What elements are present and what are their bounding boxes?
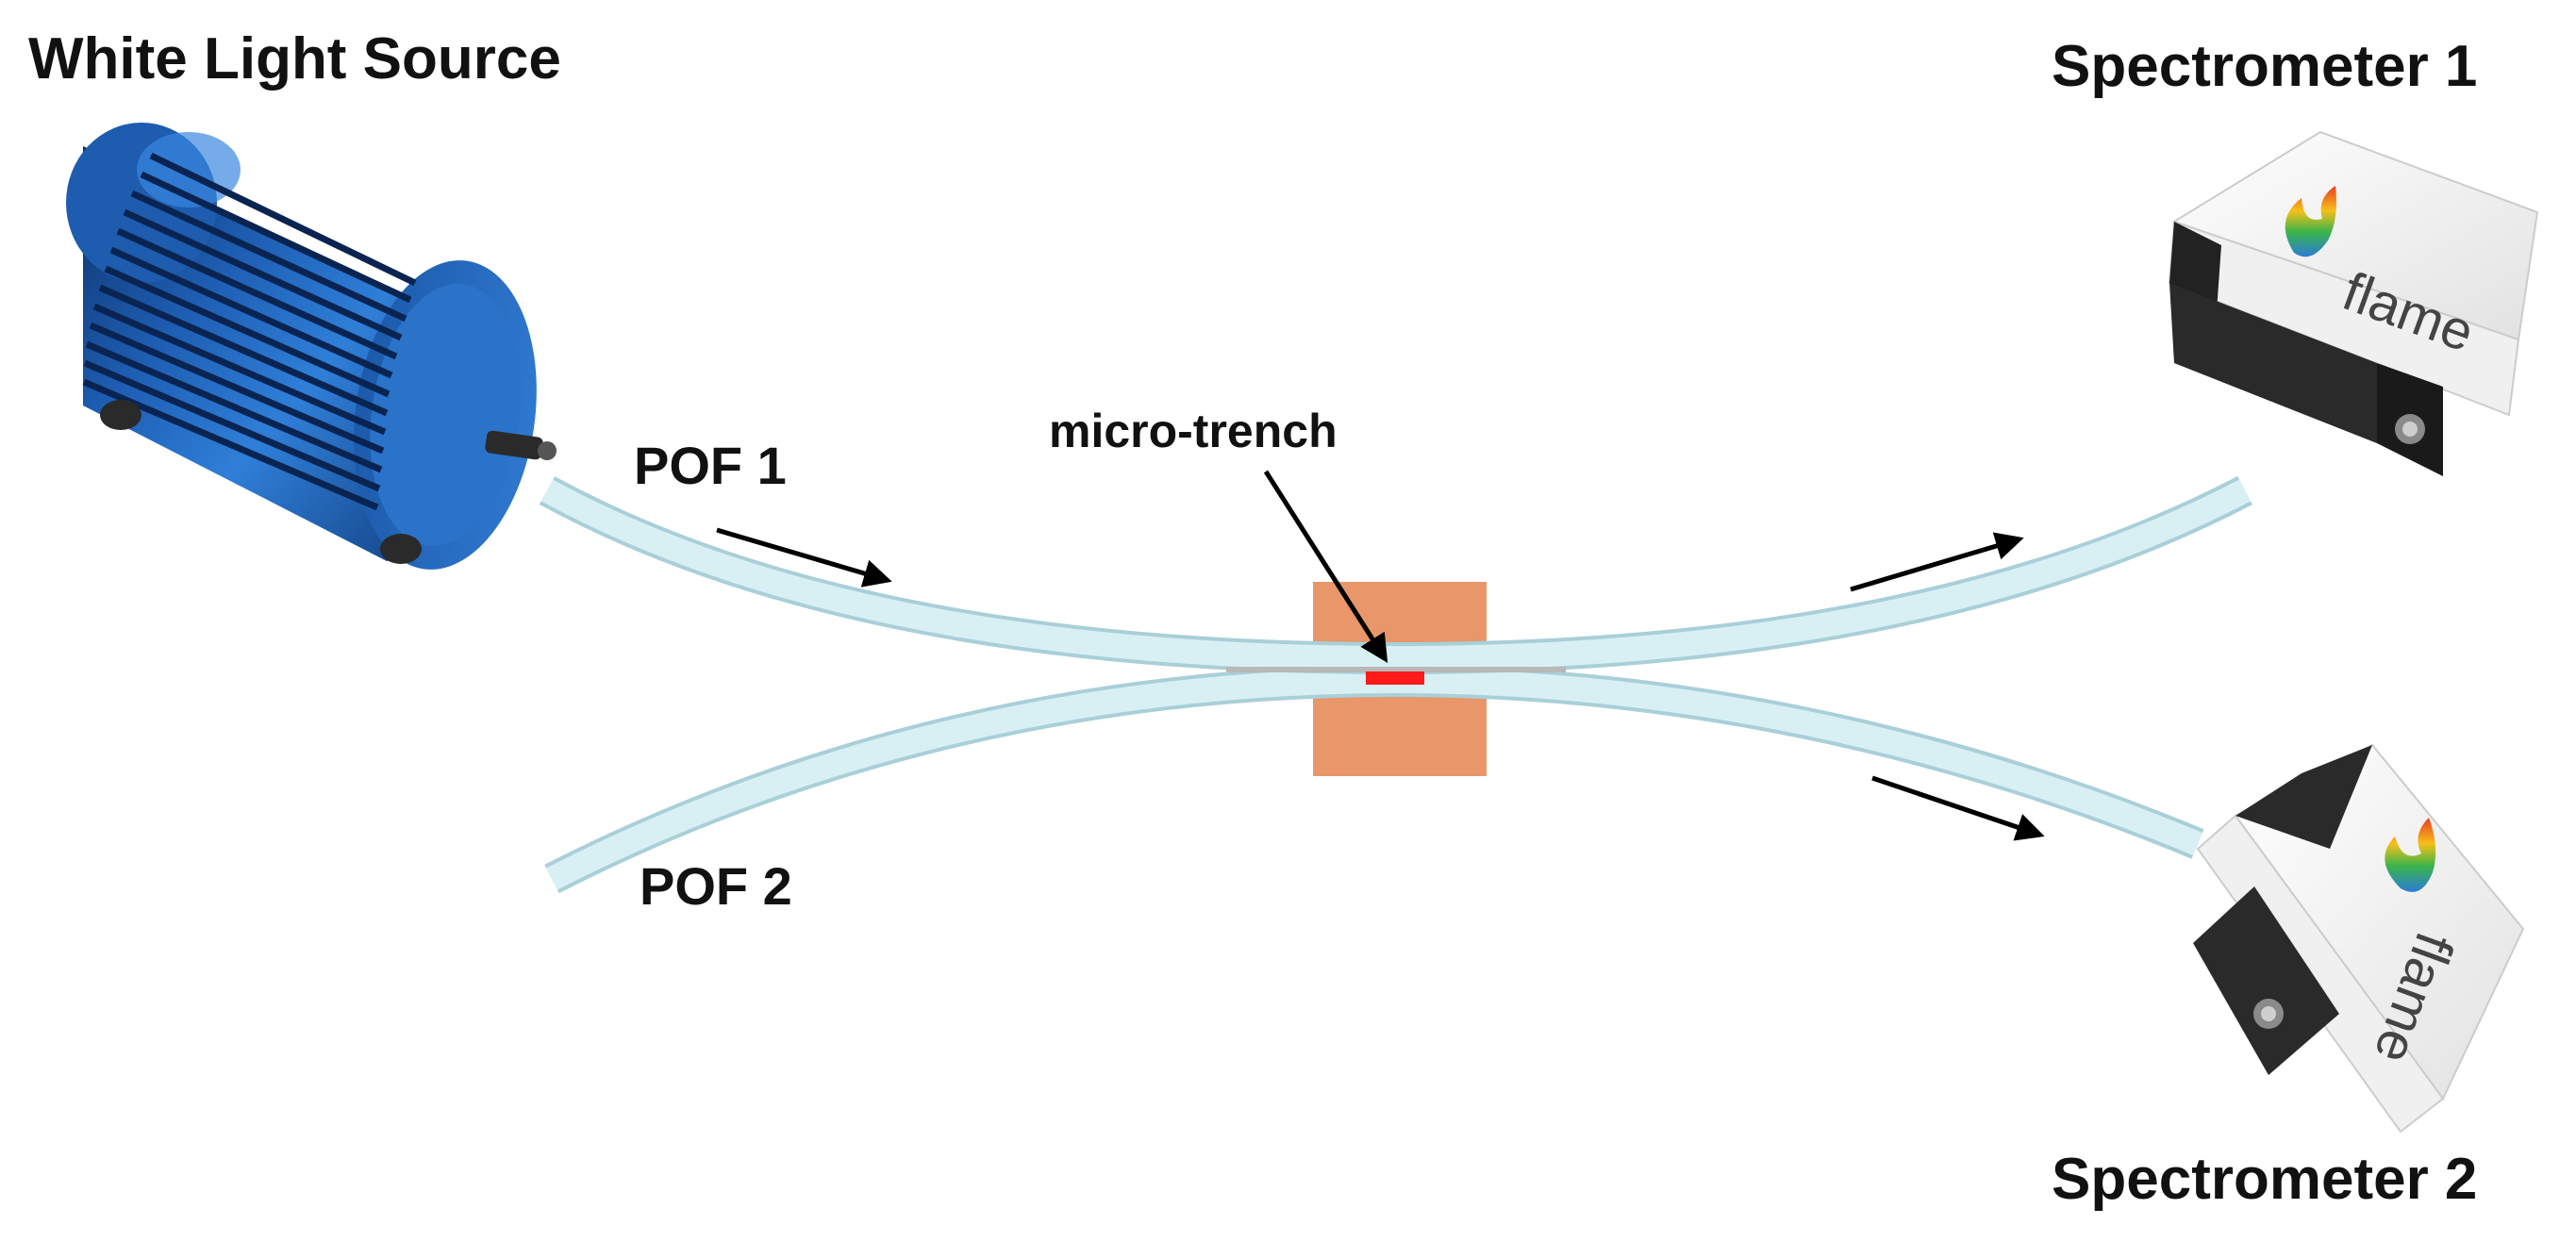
arrow-pof-1-in: [716, 527, 892, 588]
arrow-to-spectrometer-2: [1871, 775, 2045, 841]
spectrometer-1-label: Spectrometer 1: [2052, 34, 2478, 99]
white-light-source-label: White Light Source: [28, 26, 561, 91]
white-light-source-device: [66, 123, 557, 570]
pof-1-label: POF 1: [634, 436, 787, 495]
micro-trench-label: micro-trench: [1049, 405, 1338, 457]
pof-1-fiber: [539, 475, 2252, 675]
spectrometer-1-device: flame: [2168, 130, 2539, 476]
arrow-to-spectrometer-1: [1850, 532, 2024, 592]
pof-2-label: POF 2: [640, 856, 792, 916]
micro-trench-mark: [1366, 671, 1424, 685]
spectrometer-2-label: Spectrometer 2: [2052, 1147, 2478, 1212]
spectrometer-2-device: flame: [2193, 743, 2525, 1134]
micro-trench-pointer: [1263, 470, 1388, 664]
